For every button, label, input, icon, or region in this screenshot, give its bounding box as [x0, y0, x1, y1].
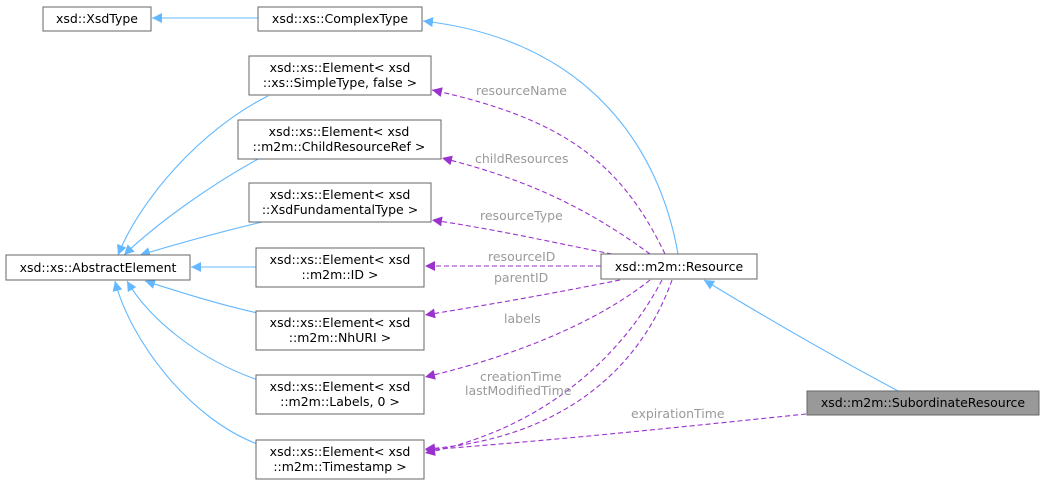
- edge-resourcetype: [431, 216, 613, 255]
- node-el-xsdfundamentaltype[interactable]: xsd::xs::Element< xsd ::XsdFundamentalTy…: [248, 182, 432, 223]
- edge-resource-to-complextype: [422, 17, 679, 255]
- label-creationtime: creationTime: [480, 369, 562, 384]
- label-labels: labels: [504, 311, 541, 326]
- edge-labels: resourceName childResources resourceType…: [465, 83, 725, 421]
- edge-creation-lastmodified: [424, 279, 673, 454]
- node-el-childresourceref-line1: xsd::xs::Element< xsd: [269, 124, 410, 139]
- edge-el-childresourceref-to-abstract: [123, 157, 261, 256]
- label-lastmodifiedtime: lastModifiedTime: [465, 383, 572, 398]
- label-resourcetype: resourceType: [480, 208, 563, 223]
- node-el-childresourceref[interactable]: xsd::xs::Element< xsd ::m2m::ChildResour…: [237, 119, 442, 160]
- edge-subordinate-to-resource: [703, 279, 901, 393]
- edge-expirationtime: [424, 413, 807, 455]
- node-xsdtype[interactable]: xsd::XsdType: [42, 6, 152, 32]
- node-complextype-label: xsd::xs::ComplexType: [272, 11, 408, 26]
- node-abstractelement-label: xsd::xs::AbstractElement: [20, 260, 177, 275]
- node-el-nhuri-line2: ::m2m::NhURI >: [289, 330, 391, 345]
- edge-parentid: [424, 279, 621, 319]
- edge-el-timestamp-to-abstract: [112, 280, 261, 446]
- node-abstractelement[interactable]: xsd::xs::AbstractElement: [5, 254, 191, 281]
- label-parentid: parentID: [494, 270, 548, 285]
- node-el-xsdfundamentaltype-line2: ::XsdFundamentalType >: [262, 202, 418, 217]
- node-el-simpletype-line2: ::xs::SimpleType, false >: [263, 75, 417, 90]
- edge-el-nhuri-to-abstract: [144, 279, 263, 315]
- inheritance-edges: [112, 13, 901, 446]
- node-el-labels-line2: ::m2m::Labels, 0 >: [280, 394, 400, 409]
- label-expirationtime: expirationTime: [631, 406, 725, 421]
- node-el-timestamp-line2: ::m2m::Timestamp >: [273, 459, 406, 474]
- label-resourcename: resourceName: [476, 83, 567, 98]
- edge-el-simpletype-to-abstract: [117, 95, 269, 256]
- edge-el-labels-to-abstract: [126, 280, 259, 381]
- label-childresources: childResources: [475, 151, 569, 166]
- node-el-id-line2: ::m2m::ID >: [302, 267, 379, 282]
- edge-el-xsdfundamental-to-abstract: [139, 221, 263, 257]
- node-el-xsdfundamentaltype-line1: xsd::xs::Element< xsd: [270, 187, 411, 202]
- node-el-labels[interactable]: xsd::xs::Element< xsd ::m2m::Labels, 0 >: [255, 374, 425, 415]
- node-complextype[interactable]: xsd::xs::ComplexType: [257, 6, 423, 32]
- node-subordinateresource[interactable]: xsd::m2m::SubordinateResource: [806, 390, 1040, 416]
- node-xsdtype-label: xsd::XsdType: [56, 11, 138, 26]
- node-el-id[interactable]: xsd::xs::Element< xsd ::m2m::ID >: [255, 247, 425, 288]
- node-el-timestamp[interactable]: xsd::xs::Element< xsd ::m2m::Timestamp >: [255, 439, 425, 480]
- node-el-nhuri-line1: xsd::xs::Element< xsd: [270, 315, 411, 330]
- edge-childresources: [441, 155, 651, 255]
- label-resourceid: resourceID: [488, 249, 555, 264]
- edge-resourcename: [431, 87, 666, 255]
- node-el-timestamp-line1: xsd::xs::Element< xsd: [270, 444, 411, 459]
- node-el-childresourceref-line2: ::m2m::ChildResourceRef >: [253, 139, 426, 154]
- node-el-id-line1: xsd::xs::Element< xsd: [270, 252, 411, 267]
- edge-labels: [424, 279, 651, 380]
- node-subordinateresource-label: xsd::m2m::SubordinateResource: [821, 395, 1026, 410]
- edge-creation-lastmodified-2: [424, 279, 663, 456]
- node-resource-label: xsd::m2m::Resource: [615, 259, 744, 274]
- usage-edges: [424, 87, 807, 456]
- node-el-labels-line1: xsd::xs::Element< xsd: [270, 379, 411, 394]
- node-el-nhuri[interactable]: xsd::xs::Element< xsd ::m2m::NhURI >: [255, 310, 425, 351]
- node-resource[interactable]: xsd::m2m::Resource: [600, 253, 758, 280]
- node-el-simpletype-line1: xsd::xs::Element< xsd: [270, 60, 411, 75]
- node-el-simpletype[interactable]: xsd::xs::Element< xsd ::xs::SimpleType, …: [248, 55, 432, 96]
